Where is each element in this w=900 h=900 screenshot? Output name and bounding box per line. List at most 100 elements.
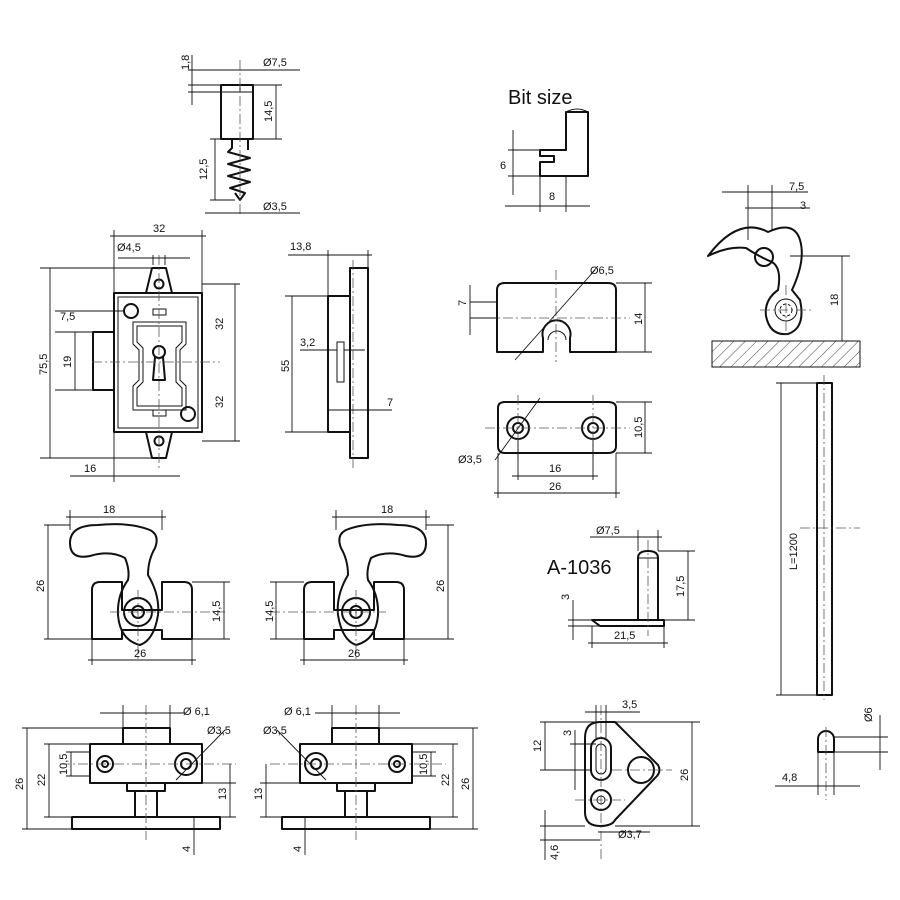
dim-catch-left-base: 4 (181, 846, 193, 852)
plate-outline (584, 721, 661, 827)
dim-lock-lower: 32 (214, 396, 226, 408)
dim-hook-right-base-height: 14,5 (264, 601, 276, 622)
dim-pin-length: 21,5 (614, 630, 635, 642)
screw-thread (227, 139, 251, 201)
dim-rod-length: L=1200 (788, 533, 800, 570)
dim-side-height: 55 (280, 360, 292, 372)
lock-screw-hole-bottom (180, 406, 196, 422)
bit-outline (539, 111, 589, 177)
hook-right-view (270, 510, 454, 665)
dim-side-depth: 13,8 (290, 241, 311, 253)
dim-catch-left-body: 22 (36, 774, 48, 786)
dim-lock-height: 75,5 (38, 354, 50, 375)
hook-right-arm (336, 523, 427, 646)
dim-lock-upper: 32 (214, 318, 226, 330)
lock-side-body (327, 295, 351, 433)
dim-plate-hole-dia: Ø3,7 (618, 829, 642, 841)
dim-plate-slot-width: 3,5 (622, 699, 637, 711)
screw-view (188, 55, 300, 215)
dim-hook-detail-height: 18 (829, 294, 841, 306)
lock-front-view (40, 230, 240, 482)
lock-bolt (92, 331, 115, 391)
pin-view (568, 530, 695, 648)
dim-screw-thread: 12,5 (198, 159, 210, 180)
dim-catch-left-plate: 10,5 (58, 754, 70, 775)
dim-hook-left-width: 26 (134, 648, 146, 660)
dim-side-bolt: 7 (387, 397, 393, 409)
dim-plate-slot-offset: 3 (562, 730, 574, 736)
hook-detail-view (707, 185, 861, 368)
plate-view (540, 705, 700, 860)
hook-mount-surface (711, 340, 861, 368)
hook-left-view (44, 510, 230, 665)
dim-catch-left-dia: Ø 6,1 (183, 706, 210, 718)
dim-keeper-top-height: 10,5 (633, 417, 645, 438)
dim-keeper-length: 26 (549, 481, 561, 493)
bit-view (505, 108, 590, 212)
dim-catch-right-body: 22 (440, 774, 452, 786)
hook-left-arm (69, 523, 160, 646)
dim-hook-right-width: 26 (348, 648, 360, 660)
dim-catch-right-hole: Ø3,5 (263, 725, 287, 737)
dim-side-slot: 3,2 (300, 337, 315, 349)
lock-screw-hole-top (123, 303, 139, 319)
lock-body (113, 292, 203, 433)
dim-keeper-hole-dia: Ø3,5 (458, 454, 482, 466)
dim-keeper-slot-depth: 7 (457, 300, 469, 306)
dim-screw-head-height: 1,8 (180, 55, 192, 70)
dim-keeper-height: 14 (633, 313, 645, 325)
dim-pin-base: 3 (560, 594, 572, 600)
dim-catch-right-base: 4 (292, 846, 304, 852)
pin-base (591, 619, 665, 627)
dim-plate-slot-length: 12 (532, 740, 544, 752)
dim-keeper-slot-dia: Ø6,5 (590, 265, 614, 277)
screw-head (220, 84, 254, 140)
dim-bit-height: 6 (500, 160, 506, 172)
dim-hook-detail-offset: 3 (800, 200, 806, 212)
keeper-front-view (469, 269, 652, 362)
dim-hook-left-height: 26 (35, 580, 47, 592)
rod-body (816, 382, 833, 696)
catch-right-view (260, 705, 478, 855)
dim-hook-right-height: 26 (435, 580, 447, 592)
dim-screw-shank: 14,5 (263, 101, 275, 122)
dim-catch-right-plate: 10,5 (418, 754, 430, 775)
lock-side-view (285, 250, 392, 470)
hook-detail-outline (707, 226, 803, 336)
dim-rod-tip: 4,8 (782, 772, 797, 784)
bit-size-heading: Bit size (508, 87, 572, 109)
hook-left-base (91, 581, 193, 640)
catch-left-view (22, 705, 236, 855)
dim-rod-dia: Ø6 (863, 707, 875, 722)
pin-shaft (637, 550, 659, 621)
dim-catch-right-height: 26 (460, 778, 472, 790)
dim-lock-width: 32 (153, 223, 165, 235)
dim-lock-hole-dia: Ø4,5 (117, 242, 141, 254)
dim-hook-right-reach: 18 (381, 504, 393, 516)
dim-plate-height: 26 (679, 769, 691, 781)
dim-catch-right-offset: 13 (253, 788, 265, 800)
rod-view (775, 375, 888, 800)
dim-catch-left-height: 26 (14, 778, 26, 790)
dim-screw-thread-dia: Ø3,5 (263, 201, 287, 213)
dim-pin-dia: Ø7,5 (596, 525, 620, 537)
dim-screw-dia: Ø7,5 (263, 57, 287, 69)
rod-tip (817, 730, 835, 753)
dim-bit-width: 8 (549, 191, 555, 203)
dim-lock-offset: 16 (84, 463, 96, 475)
dim-hook-left-reach: 18 (103, 504, 115, 516)
hook-right-base (303, 581, 405, 640)
hook-detail-pivot (754, 247, 774, 267)
dim-hook-detail-width: 7,5 (789, 181, 804, 193)
keeper-front-outline (496, 282, 617, 353)
dim-catch-left-hole: Ø3,5 (207, 725, 231, 737)
dim-pin-height: 17,5 (675, 576, 687, 597)
dim-keeper-hole-spacing: 16 (549, 463, 561, 475)
dim-catch-right-dia: Ø 6,1 (284, 706, 311, 718)
dim-lock-hole-offset: 7,5 (60, 311, 75, 323)
dim-lock-bolt: 19 (62, 356, 74, 368)
dim-catch-left-offset: 13 (217, 788, 229, 800)
model-heading: A-1036 (547, 557, 612, 579)
